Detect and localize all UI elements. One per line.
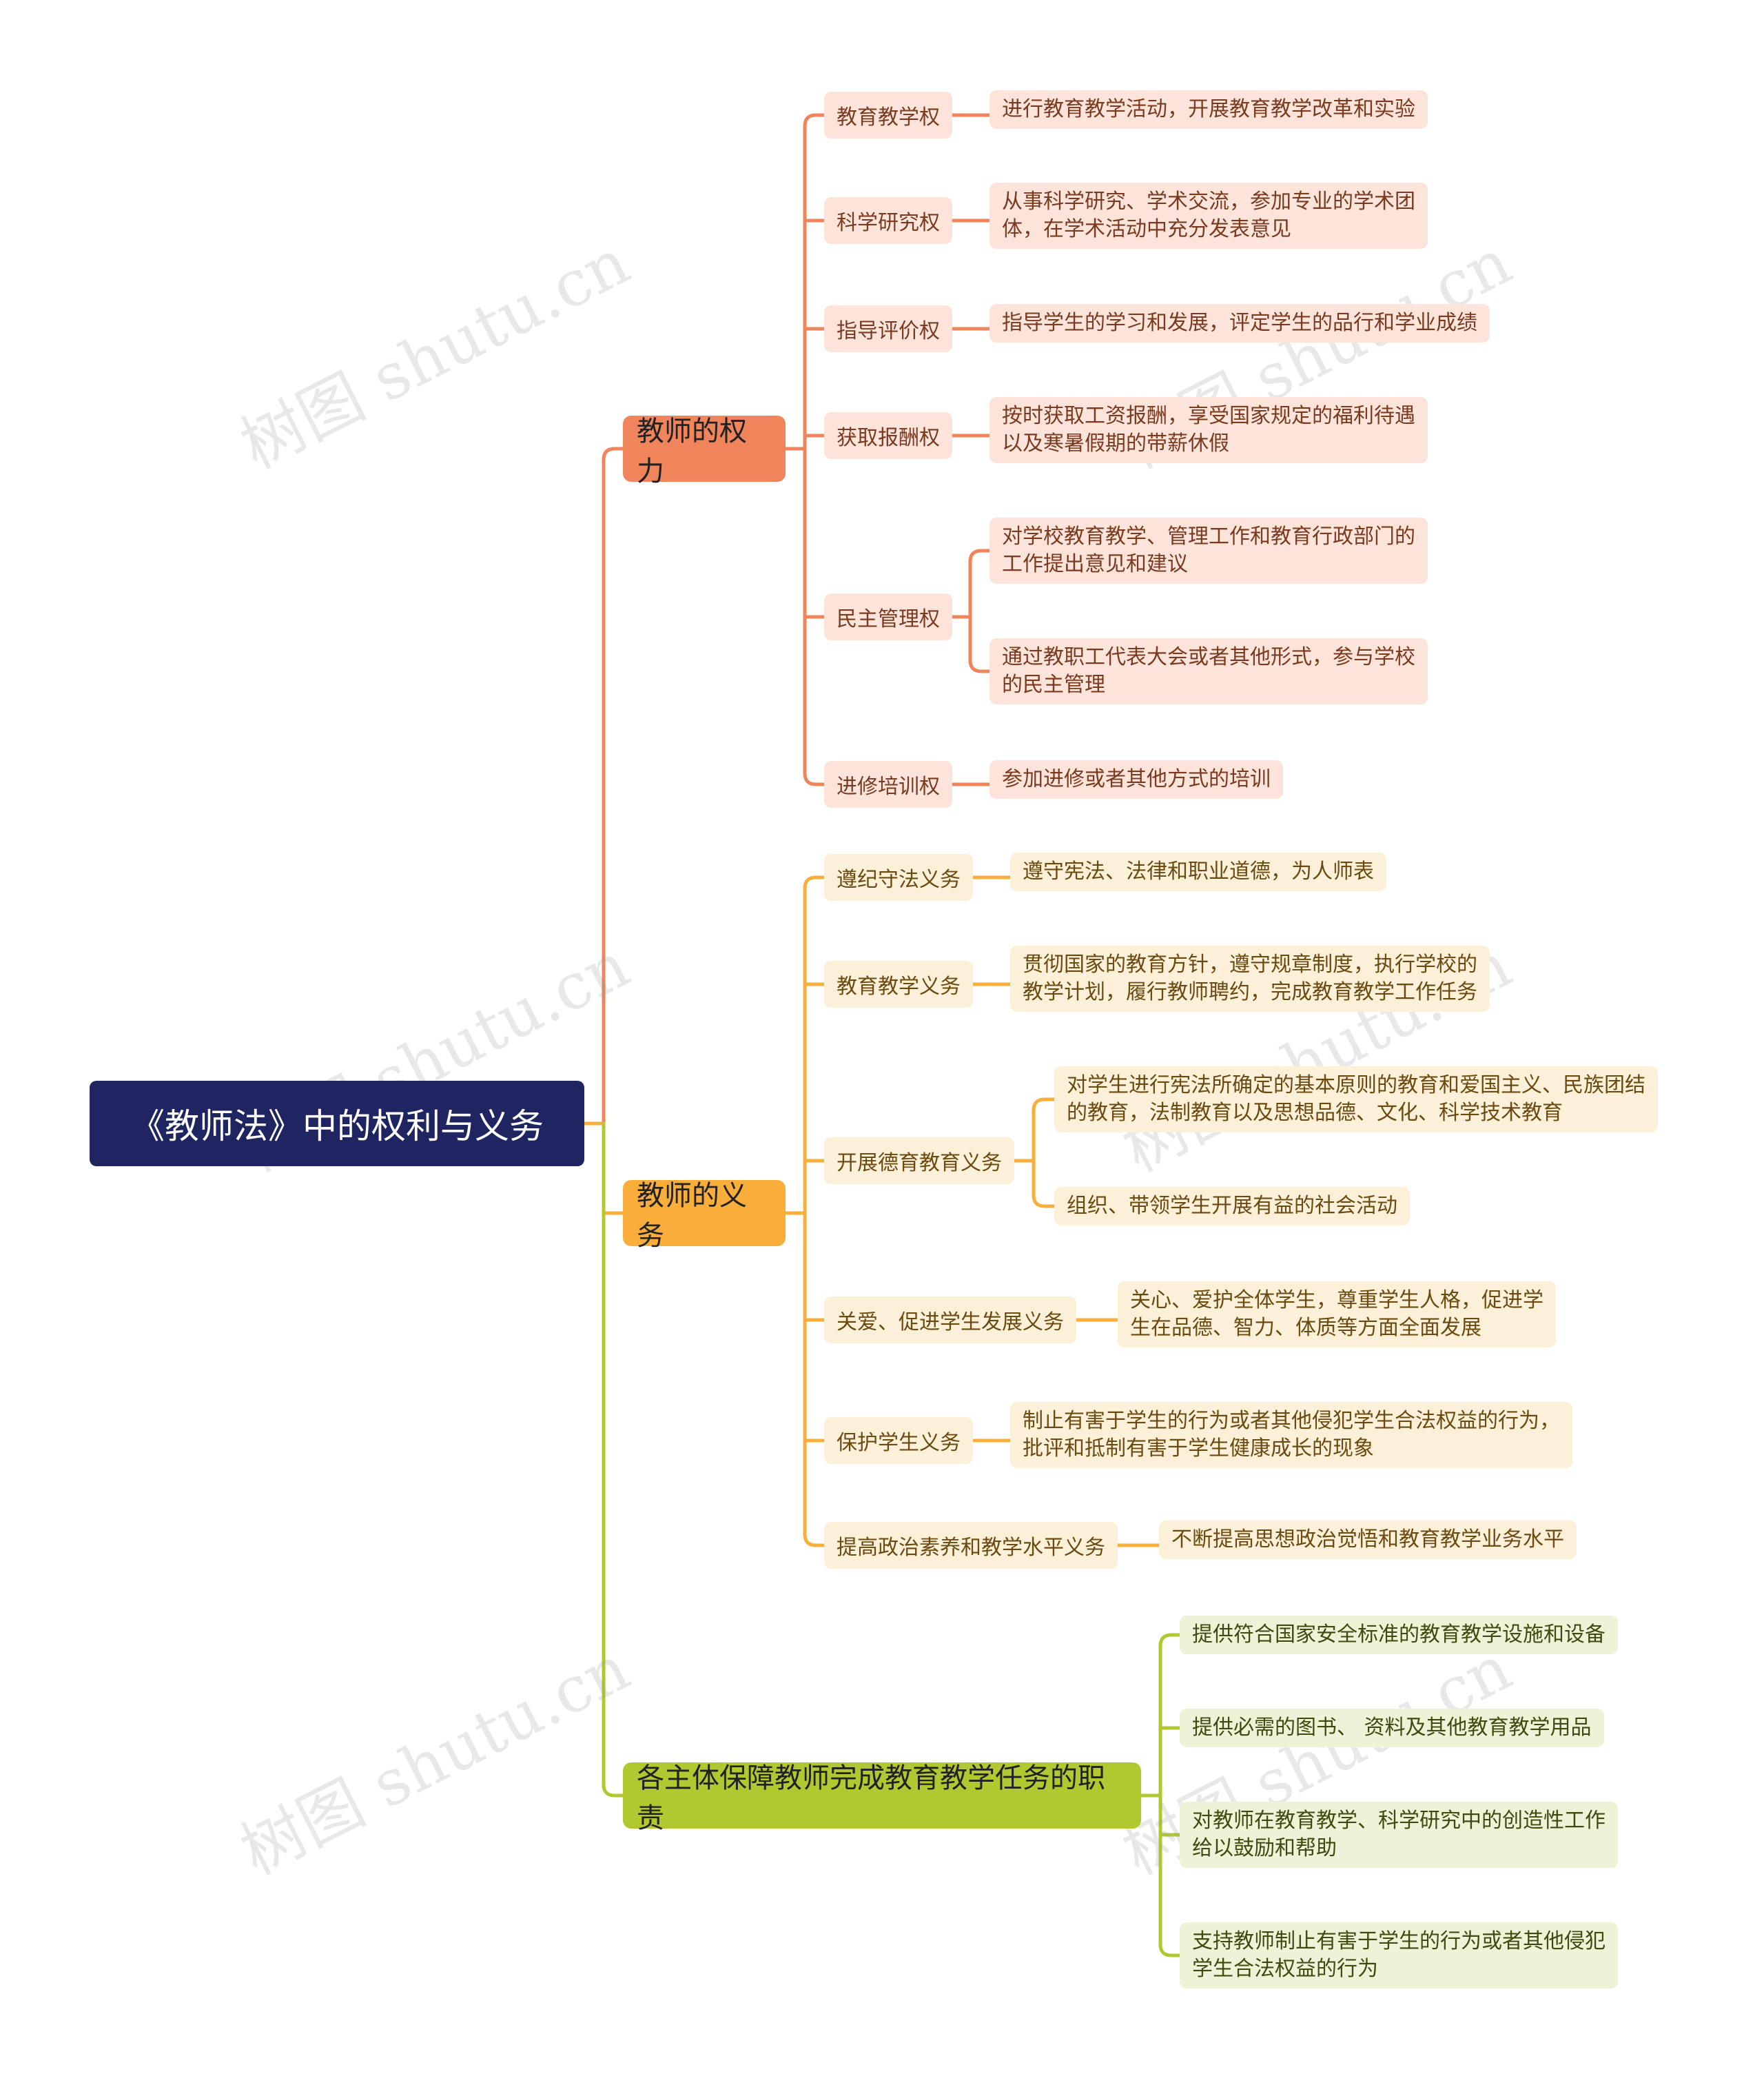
- detail-teaching-duty[interactable]: 贯彻国家的教育方针，遵守规章制度，执行学校的 教学计划，履行教师聘约，完成教育教…: [1010, 946, 1490, 1012]
- subtopic-law-duty[interactable]: 遵纪守法义务: [824, 854, 973, 901]
- branch-teacher-duties[interactable]: 教师的义务: [623, 1180, 786, 1252]
- detail-student-care-duty[interactable]: 关心、爱护全体学生，尊重学生人格，促进学 生在品德、智力、体质等方面全面发展: [1118, 1281, 1556, 1347]
- detail-moral-education-duty-2[interactable]: 组织、带领学生开展有益的社会活动: [1054, 1187, 1410, 1225]
- subtopic-political-quality-duty[interactable]: 提高政治素养和教学水平义务: [824, 1522, 1118, 1569]
- connector-line: [803, 1532, 826, 1547]
- detail-law-duty[interactable]: 遵守宪法、法律和职业道德，为人师表: [1010, 853, 1386, 891]
- detail-pay-right[interactable]: 按时获取工资报酬，享受国家规定的福利待遇 以及寒暑假期的带薪休假: [989, 397, 1428, 463]
- subtopic-teaching-right[interactable]: 教育教学权: [824, 92, 952, 139]
- subtopic-student-protection-duty[interactable]: 保护学生义务: [824, 1417, 973, 1464]
- connector-line: [803, 875, 826, 891]
- connector-line: [602, 1121, 625, 1798]
- detail-political-quality-duty[interactable]: 不断提高思想政治觉悟和教育教学业务水平: [1159, 1520, 1577, 1559]
- connector-line: [1032, 1193, 1056, 1208]
- subtopic-democratic-right[interactable]: 民主管理权: [824, 593, 952, 640]
- connector-line: [1032, 1097, 1056, 1112]
- subtopic-pay-right[interactable]: 获取报酬权: [824, 412, 952, 459]
- detail-research-right[interactable]: 从事科学研究、学术交流，参加专业的学术团 体，在学术活动中充分发表意见: [989, 183, 1428, 249]
- detail-student-protection-duty[interactable]: 制止有害于学生的行为或者其他侵犯学生合法权益的行为， 批评和抵制有害于学生健康成…: [1010, 1402, 1572, 1468]
- detail-facilities[interactable]: 提供符合国家安全标准的教育教学设施和设备: [1180, 1616, 1618, 1654]
- detail-democratic-right-1[interactable]: 对学校教育教学、管理工作和教育行政部门的 工作提出意见和建议: [989, 518, 1428, 584]
- subtopic-student-care-duty[interactable]: 关爱、促进学生发展义务: [824, 1296, 1076, 1343]
- subtopic-teaching-duty[interactable]: 教育教学义务: [824, 961, 973, 1008]
- detail-training-right[interactable]: 参加进修或者其他方式的培训: [989, 760, 1283, 799]
- subtopic-guidance-right[interactable]: 指导评价权: [824, 305, 952, 352]
- connector-line: [803, 113, 826, 128]
- connector-line: [803, 771, 826, 786]
- detail-encouragement[interactable]: 对教师在教育教学、科学研究中的创造性工作 给以鼓励和帮助: [1180, 1802, 1618, 1868]
- detail-democratic-right-2[interactable]: 通过教职工代表大会或者其他形式，参与学校 的民主管理: [989, 638, 1428, 704]
- subtopic-research-right[interactable]: 科学研究权: [824, 197, 952, 244]
- detail-teaching-right[interactable]: 进行教育教学活动，开展教育教学改革和实验: [989, 90, 1428, 129]
- connector-line: [968, 549, 992, 564]
- branch-guarantee-responsibilities[interactable]: 各主体保障教师完成教育教学任务的职责: [623, 1762, 1141, 1834]
- connector-line: [1158, 1633, 1182, 1648]
- detail-moral-education-duty-1[interactable]: 对学生进行宪法所确定的基本原则的教育和爱国主义、民族团结 的教育，法制教育以及思…: [1054, 1066, 1658, 1132]
- detail-teaching-supplies[interactable]: 提供必需的图书、 资料及其他教育教学用品: [1180, 1709, 1604, 1747]
- detail-support-teachers[interactable]: 支持教师制止有害于学生的行为或者其他侵犯 学生合法权益的行为: [1180, 1922, 1618, 1989]
- root-topic[interactable]: 《教师法》中的权利与义务: [90, 1081, 584, 1166]
- detail-guidance-right[interactable]: 指导学生的学习和发展，评定学生的品行和学业成绩: [989, 304, 1490, 343]
- connector-line: [968, 658, 992, 673]
- subtopic-training-right[interactable]: 进修培训权: [824, 761, 952, 808]
- connector-line: [602, 447, 625, 1126]
- connector-line: [1158, 1942, 1182, 1957]
- subtopic-moral-education-duty[interactable]: 开展德育教育义务: [824, 1137, 1014, 1184]
- branch-teacher-rights[interactable]: 教师的权力: [623, 416, 786, 487]
- connector-line: [602, 1121, 625, 1215]
